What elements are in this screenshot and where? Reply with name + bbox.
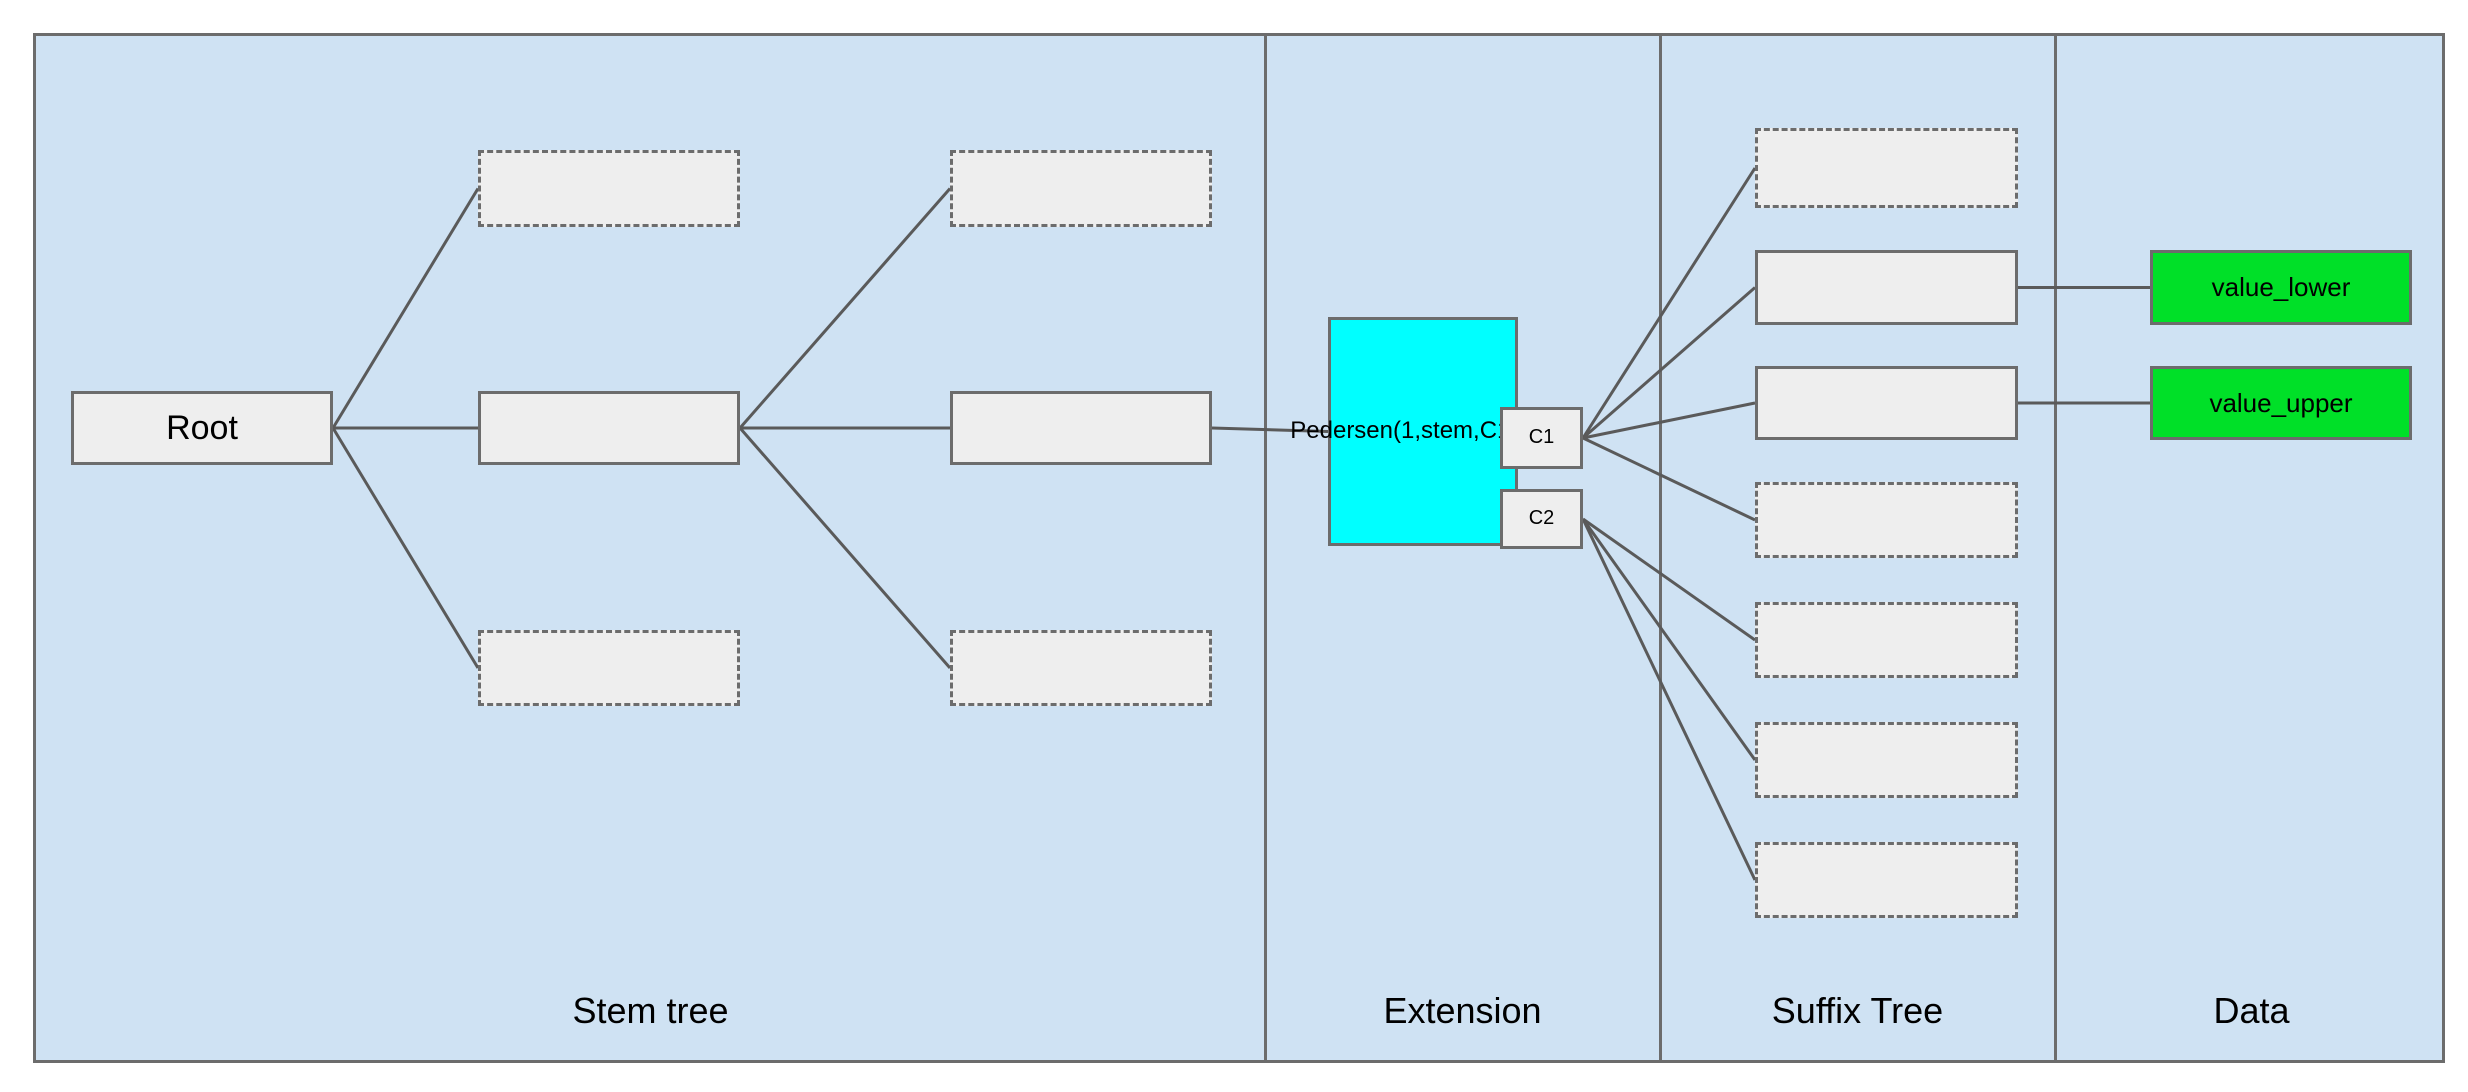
node-sfx-1[interactable] (1755, 128, 2018, 208)
node-stem-down-1[interactable] (478, 630, 740, 706)
lane-divider-suffix-tree (1659, 36, 1662, 1060)
node-value-lower[interactable]: value_lower (2150, 250, 2412, 325)
lane-divider-extension (1264, 36, 1267, 1060)
node-stem-up-1[interactable] (478, 150, 740, 227)
node-sfx-6[interactable] (1755, 722, 2018, 798)
node-label-line: C2 (1528, 507, 1555, 530)
node-sfx-3[interactable] (1755, 366, 2018, 440)
node-stem-up-2[interactable] (950, 150, 1212, 227)
node-label-line: stem, (1421, 417, 1480, 445)
node-value-upper[interactable]: value_upper (2150, 366, 2412, 440)
lane-label-suffix-tree: Suffix Tree (1771, 990, 1944, 1031)
swimlane-frame: Stem tree Extension Suffix Tree Data (33, 33, 2445, 1063)
node-sfx-4[interactable] (1755, 482, 2018, 558)
node-label-line: Root (166, 408, 238, 447)
node-label-line: (1, (1393, 417, 1422, 445)
node-label-line: C1 (1528, 426, 1555, 449)
lane-label-stem-tree: Stem tree (572, 990, 729, 1031)
node-root[interactable]: Root (71, 391, 333, 465)
node-stem-mid-2[interactable] (950, 391, 1212, 465)
node-label-line: value_lower (2211, 272, 2351, 303)
node-c1[interactable]: C1 (1500, 407, 1583, 469)
node-sfx-5[interactable] (1755, 602, 2018, 678)
node-sfx-7[interactable] (1755, 842, 2018, 918)
node-pedersen[interactable]: Pedersen(1,stem,C1,C2) (1290, 317, 1556, 546)
node-c2[interactable]: C2 (1500, 489, 1583, 549)
node-stem-mid-1[interactable] (478, 391, 740, 465)
node-stem-down-2[interactable] (950, 630, 1212, 706)
lane-label-extension: Extension (1383, 990, 1542, 1031)
lane-label-data: Data (2213, 990, 2290, 1031)
lane-divider-data (2054, 36, 2057, 1060)
node-sfx-2[interactable] (1755, 250, 2018, 325)
node-label-line: Pedersen (1290, 417, 1394, 445)
node-label-line: value_upper (2209, 387, 2353, 418)
